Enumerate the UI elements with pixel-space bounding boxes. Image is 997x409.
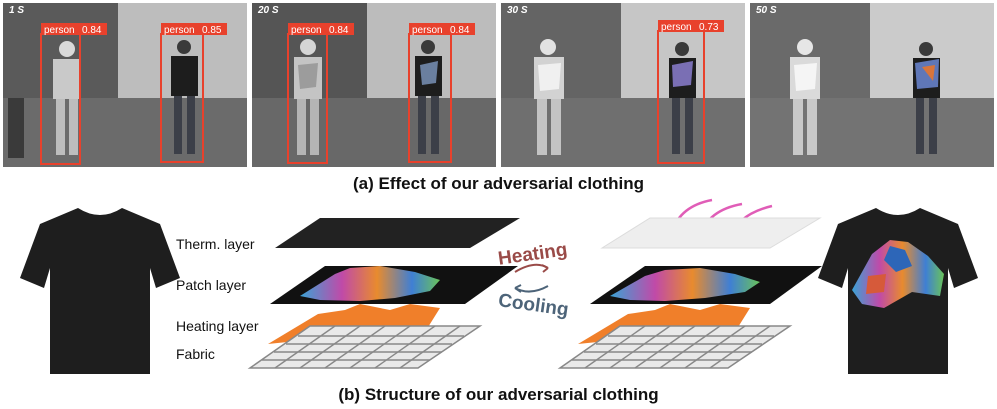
- person-2: [669, 42, 696, 154]
- detection-label: person: [661, 22, 692, 33]
- detection-score: 0.85: [202, 25, 222, 36]
- time-label: 50 S: [756, 5, 777, 16]
- person-1: [53, 41, 81, 155]
- structure-diagram: [20, 198, 978, 374]
- time-label: 20 S: [258, 5, 279, 16]
- fabric-grid: [247, 325, 483, 369]
- thermal-panel-3: person 0.73 30 S: [501, 3, 745, 167]
- therm-layer-sheet-transparent: [600, 217, 822, 249]
- plain-tshirt: [20, 208, 180, 374]
- person-2: [913, 42, 940, 154]
- heating-layer-label: Heating layer: [176, 318, 259, 334]
- time-label: 30 S: [507, 5, 528, 16]
- scene-image: [750, 3, 994, 167]
- scene-image: person 0.73: [501, 3, 745, 167]
- caption-b: (b) Structure of our adversarial clothin…: [338, 385, 659, 404]
- detection-label: person: [164, 25, 195, 36]
- fabric-grid: [557, 325, 793, 369]
- person-2: [415, 40, 442, 154]
- fabric-label: Fabric: [176, 346, 215, 362]
- detection-score: 0.73: [699, 22, 719, 33]
- person-1: [534, 39, 564, 155]
- person-1: [294, 39, 322, 155]
- detection-box-2: person 0.85: [160, 23, 227, 163]
- person-1: [790, 39, 820, 155]
- detection-label: person: [291, 25, 322, 36]
- time-label: 1 S: [9, 5, 25, 16]
- person-2: [171, 40, 198, 154]
- layer-stack-left: [247, 218, 520, 369]
- detection-box-1: person 0.73: [657, 20, 724, 164]
- patch-layer-label: Patch layer: [176, 277, 247, 293]
- scene-image: person 0.84 person 0.84: [252, 3, 496, 167]
- thermal-panel-2: person 0.84 person 0.84 20 S: [252, 3, 496, 167]
- caption-a: (a) Effect of our adversarial clothing: [353, 174, 644, 193]
- adversarial-tshirt: [818, 208, 978, 374]
- detection-score: 0.84: [450, 25, 470, 36]
- detection-box-1: person 0.84: [40, 23, 107, 165]
- detection-box-2: person 0.84: [408, 23, 475, 163]
- thermal-panel-1: person 0.84 person 0.85 1 S: [3, 3, 247, 167]
- detection-label: person: [44, 25, 75, 36]
- detection-box-1: person 0.84: [287, 23, 354, 164]
- detection-score: 0.84: [329, 25, 349, 36]
- adversarial-patch: [300, 266, 440, 301]
- thermal-panel-4: 50 S: [750, 3, 994, 167]
- detection-score: 0.84: [82, 25, 102, 36]
- layer-stack-right: [557, 198, 822, 369]
- adversarial-patch: [610, 268, 760, 301]
- detection-label: person: [412, 25, 443, 36]
- therm-layer-sheet: [275, 218, 520, 248]
- therm-layer-label: Therm. layer: [176, 236, 255, 252]
- scene-image: person 0.84 person 0.85: [3, 3, 247, 167]
